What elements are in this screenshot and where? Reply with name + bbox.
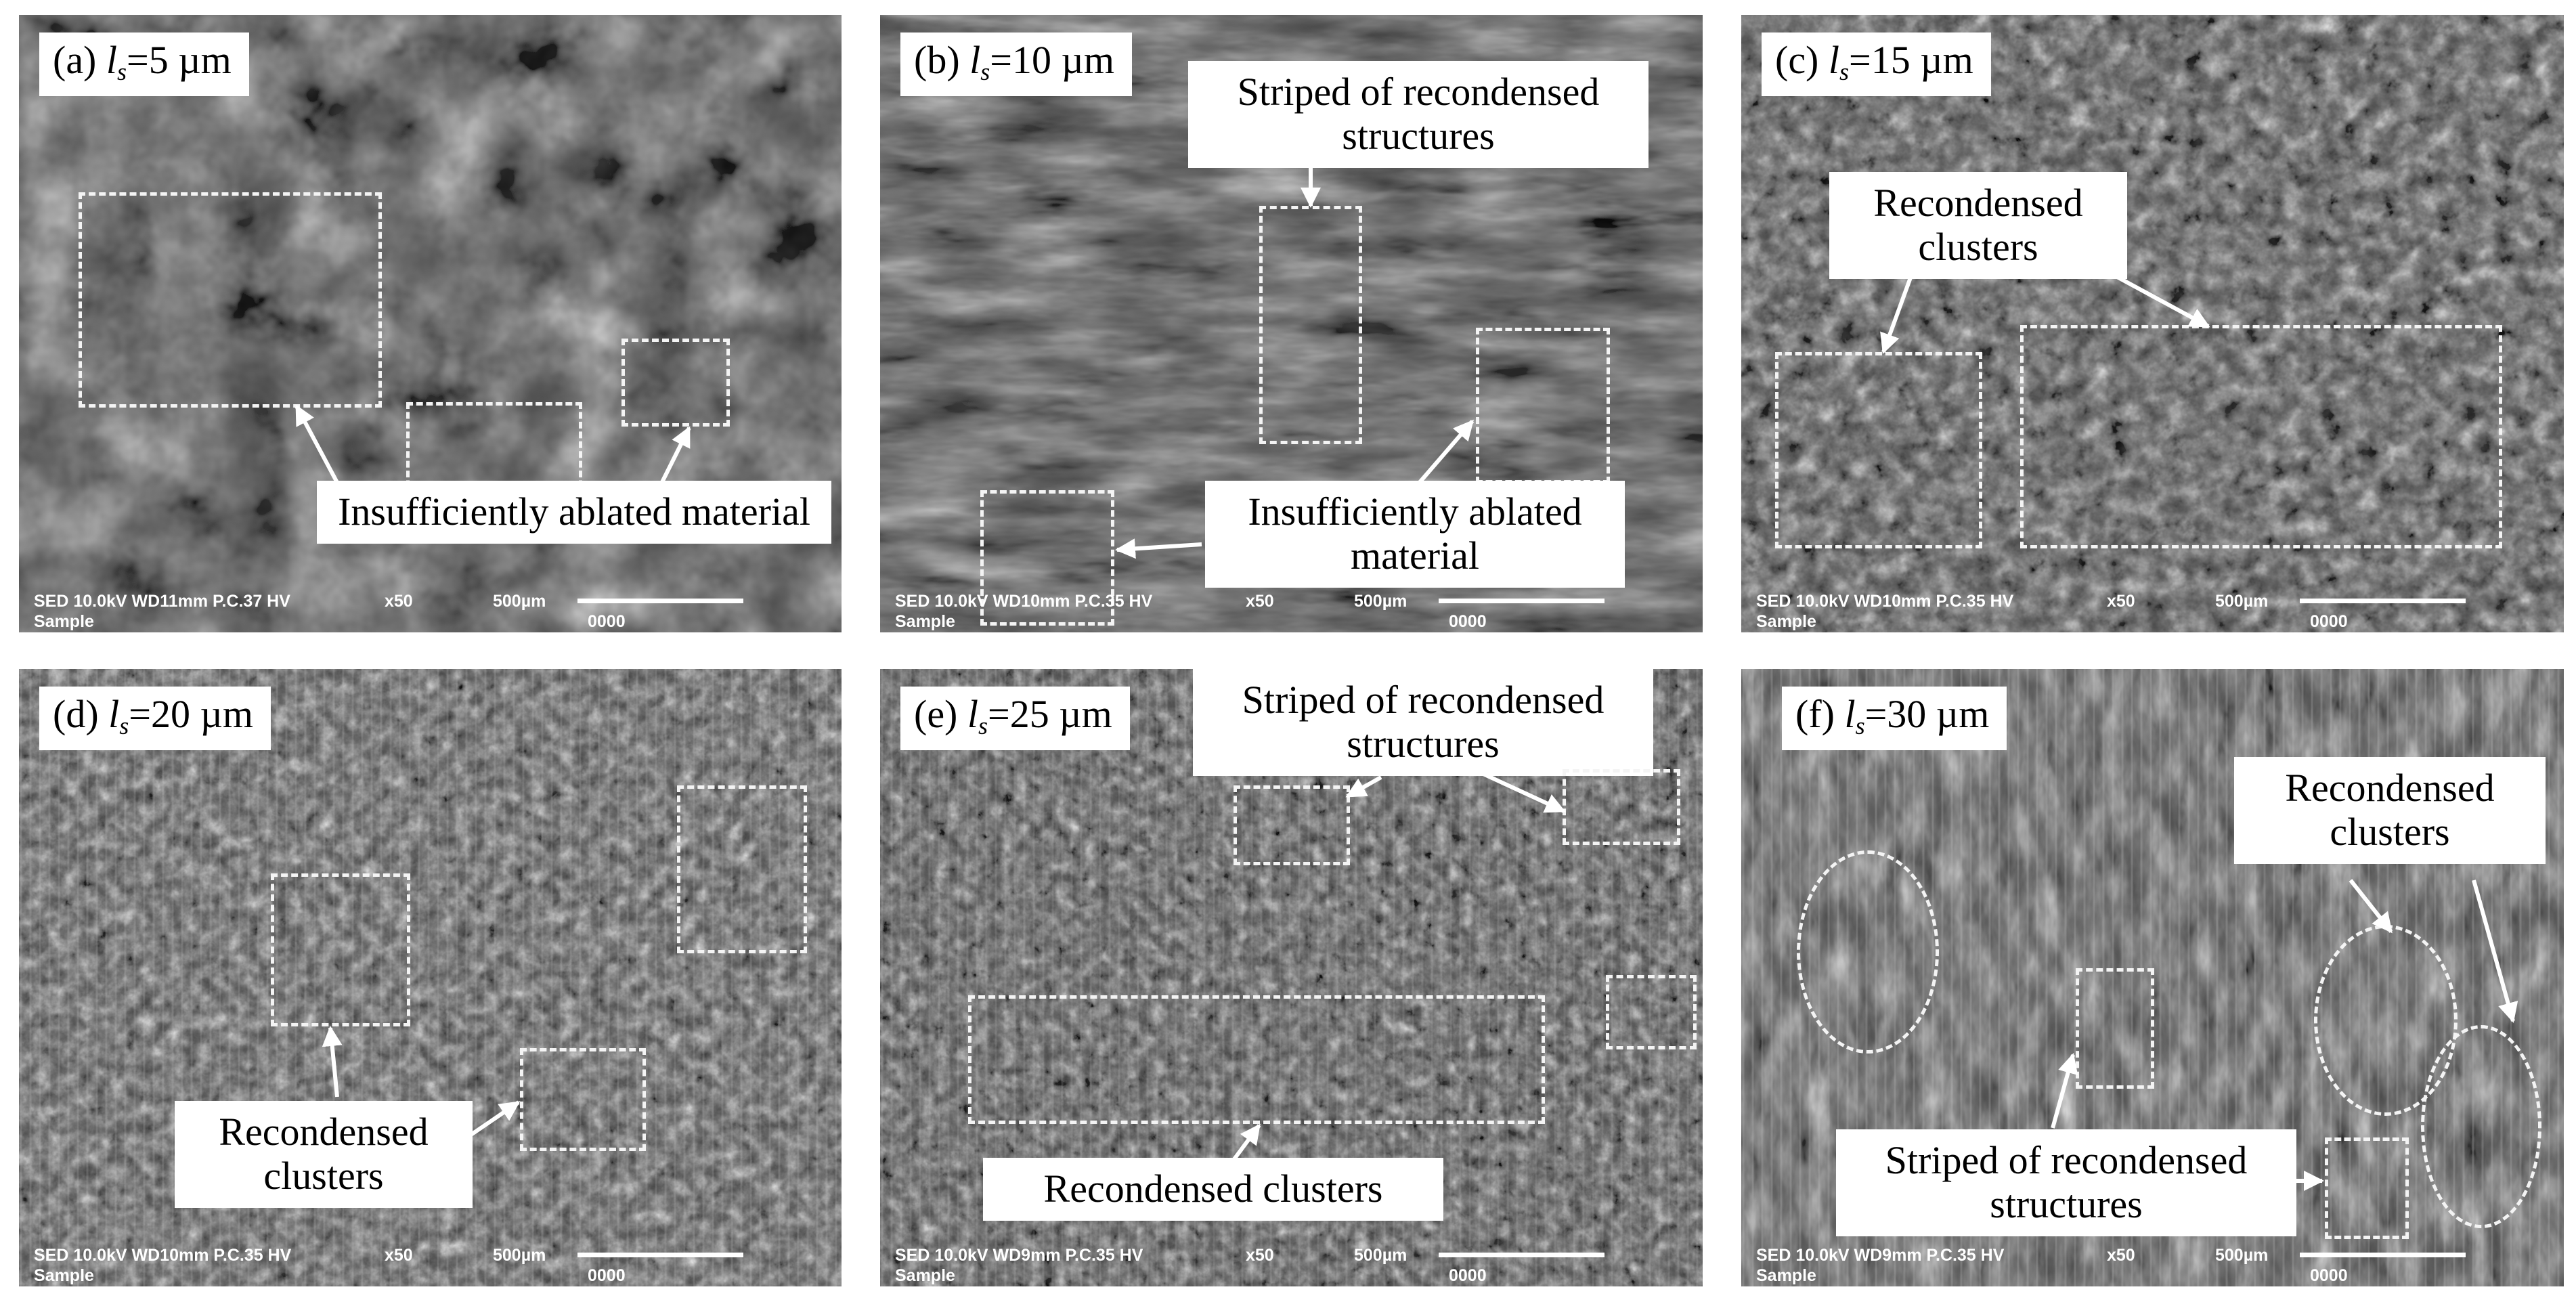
scale-bar bbox=[1439, 1253, 1604, 1257]
highlight-box bbox=[1259, 206, 1362, 444]
highlight-ellipse bbox=[2421, 1025, 2541, 1228]
panel-e: (e) ls=25 µm Striped of recondensed stru… bbox=[880, 669, 1703, 1286]
scale-bar bbox=[2300, 1253, 2466, 1257]
scale-bar bbox=[577, 1253, 743, 1257]
panel-f-title: (f) ls=30 µm bbox=[1782, 687, 2007, 750]
highlight-box bbox=[1234, 785, 1350, 865]
highlight-box bbox=[2076, 968, 2154, 1089]
panel-a-title: (a) ls=5 µm bbox=[39, 32, 249, 96]
callout-striped-recondensed: Striped of recondensed structures bbox=[1193, 669, 1653, 776]
highlight-box bbox=[2020, 325, 2502, 548]
highlight-box bbox=[1606, 975, 1697, 1049]
highlight-ellipse bbox=[1797, 850, 1939, 1054]
panel-a: (a) ls=5 µm Insufficiently ablated mater… bbox=[19, 15, 842, 632]
callout-recondensed-clusters: Recondensed clusters bbox=[983, 1158, 1443, 1221]
callout-striped-recondensed: Striped of recondensed structures bbox=[1188, 61, 1649, 168]
callout-recondensed-clusters: Recondensed clusters bbox=[2234, 757, 2546, 864]
panel-e-title: (e) ls=25 µm bbox=[900, 687, 1130, 750]
callout-insufficiently-ablated: Insufficiently ablated material bbox=[317, 481, 831, 544]
panel-d-title: (d) ls=20 µm bbox=[39, 687, 271, 750]
panel-b-title: (b) ls=10 µm bbox=[900, 32, 1133, 96]
highlight-box bbox=[677, 785, 807, 953]
highlight-box bbox=[1563, 769, 1680, 845]
highlight-box bbox=[271, 873, 410, 1026]
callout-striped-recondensed: Striped of recondensed structures bbox=[1836, 1129, 2296, 1236]
panel-d: (d) ls=20 µm Recondensed clusters SED 10… bbox=[19, 669, 842, 1286]
highlight-box bbox=[621, 339, 730, 427]
panel-b: (b) ls=10 µm Striped of recondensed stru… bbox=[880, 15, 1703, 632]
callout-recondensed-clusters: Recondensed clusters bbox=[175, 1101, 473, 1208]
panel-f: (f) ls=30 µm Recondensed clusters Stripe… bbox=[1741, 669, 2564, 1286]
scale-bar bbox=[1439, 599, 1604, 603]
scale-bar bbox=[2300, 599, 2466, 603]
callout-insufficiently-ablated: Insufficiently ablated material bbox=[1205, 481, 1625, 588]
highlight-box bbox=[2325, 1137, 2409, 1239]
panel-c: (c) ls=15 µm Recondensed clusters SED 10… bbox=[1741, 15, 2564, 632]
highlight-box bbox=[79, 192, 382, 408]
highlight-box bbox=[980, 490, 1114, 626]
highlight-box bbox=[1476, 328, 1610, 483]
highlight-box bbox=[520, 1048, 646, 1151]
panel-c-title: (c) ls=15 µm bbox=[1762, 32, 1991, 96]
highlight-box bbox=[1775, 352, 1982, 548]
highlight-box bbox=[968, 995, 1545, 1124]
callout-recondensed-clusters: Recondensed clusters bbox=[1829, 172, 2127, 279]
scale-bar bbox=[577, 599, 743, 603]
